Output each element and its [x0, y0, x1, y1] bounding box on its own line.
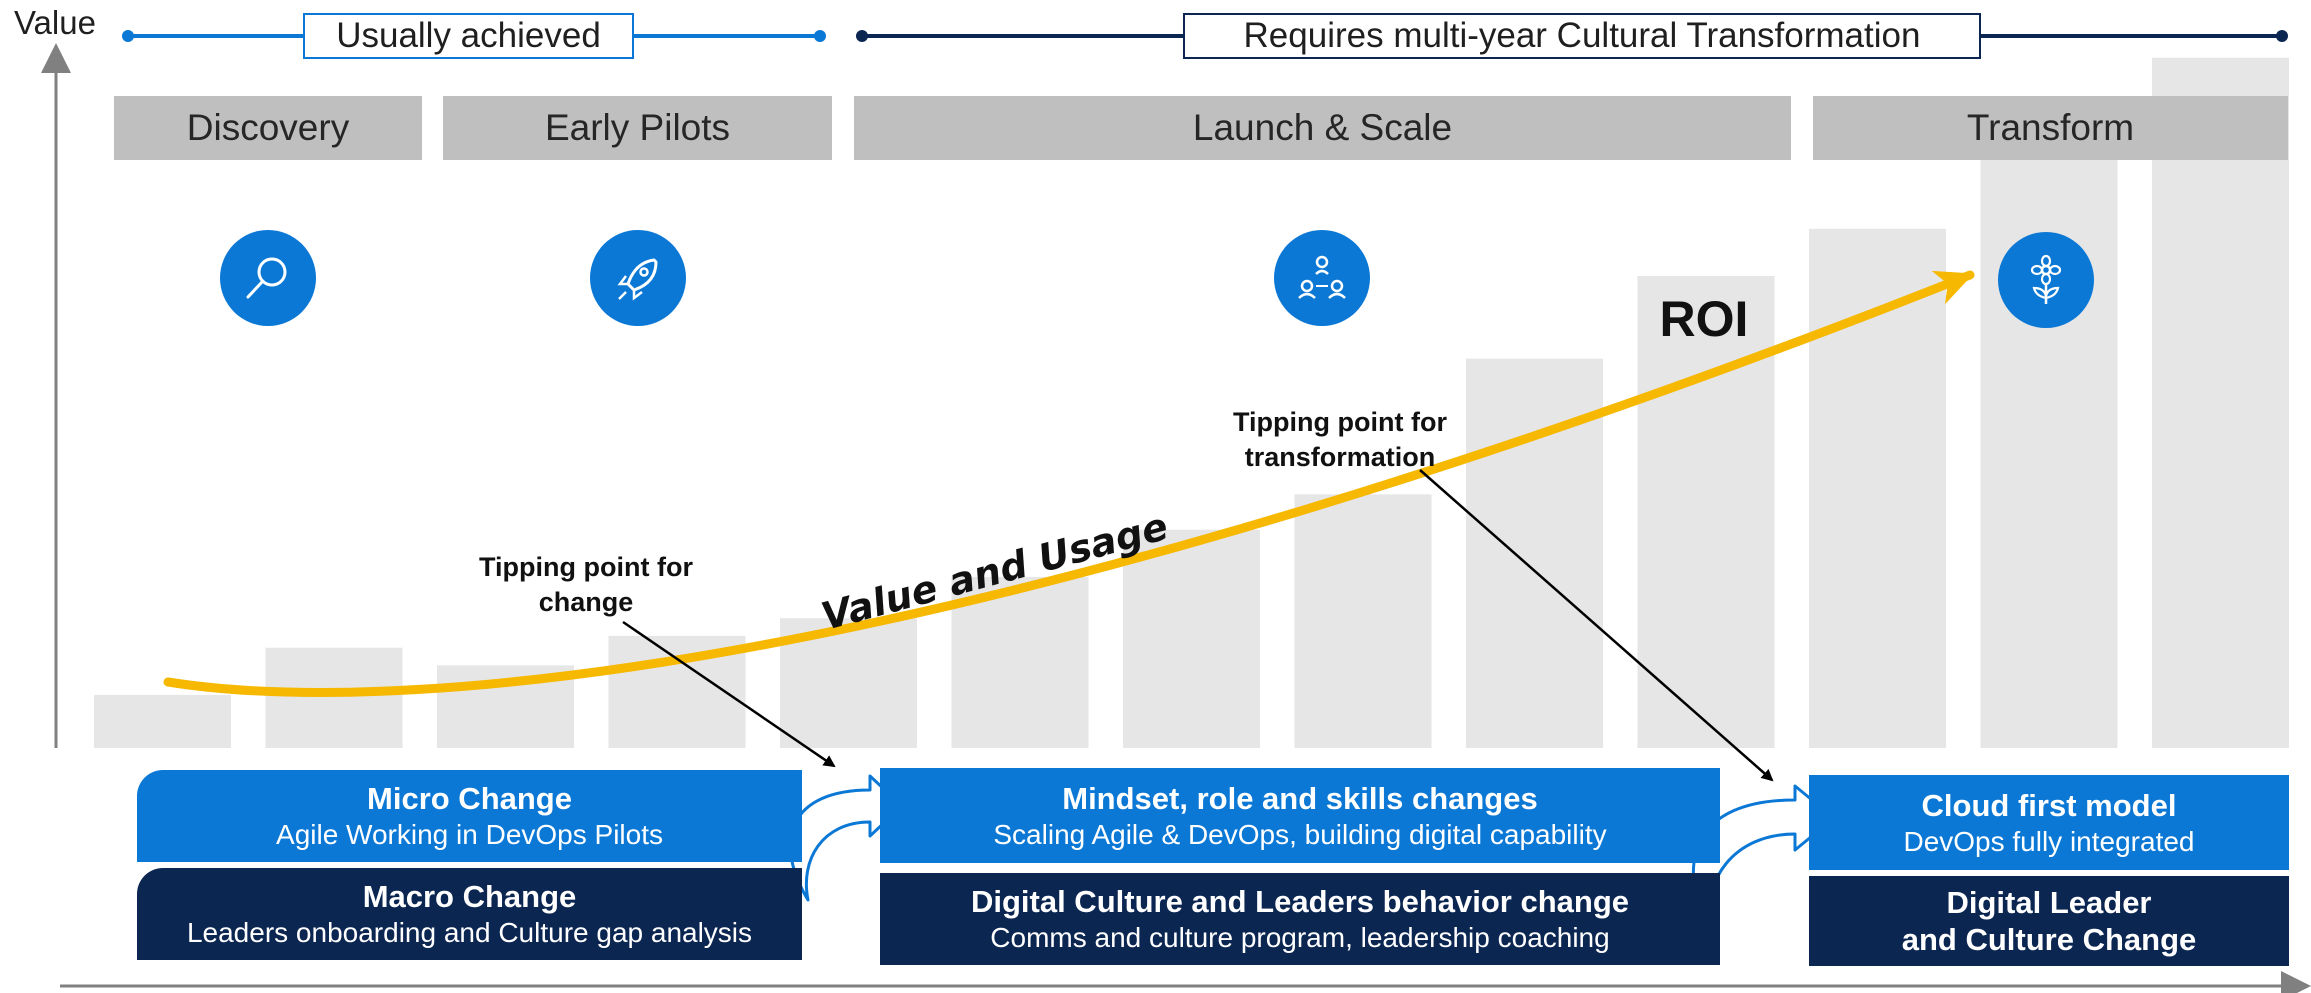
rocket-icon — [590, 230, 686, 326]
tipping-point-change-label: Tipping point for change — [479, 552, 693, 617]
mindset-changes-box: Mindset, role and skills changes Scaling… — [880, 768, 1720, 863]
value-bars — [94, 57, 2289, 749]
micro-change-box: Micro Change Agile Working in DevOps Pil… — [137, 770, 802, 862]
value-curve — [163, 270, 1975, 697]
value-bar — [94, 694, 231, 748]
cloud-first-box: Cloud first model DevOps fully integrate… — [1809, 775, 2289, 870]
usually-achieved-label: Usually achieved — [303, 13, 634, 59]
y-axis-label: Value — [14, 4, 96, 41]
digital-culture-box: Digital Culture and Leaders behavior cha… — [880, 873, 1720, 965]
team-network-icon — [1274, 230, 1370, 326]
digital-leader-box: Digital Leader and Culture Change — [1809, 876, 2289, 966]
phase-launch-scale: Launch & Scale — [854, 96, 1791, 160]
value-bar — [1123, 529, 1260, 748]
tipping-transformation-arrow — [1419, 469, 1774, 782]
search-icon — [220, 230, 316, 326]
value-bar — [2152, 57, 2289, 748]
phase-early-pilots: Early Pilots — [443, 96, 832, 160]
roi-label: ROI — [1660, 291, 1749, 347]
phase-discovery: Discovery — [114, 96, 422, 160]
value-bar — [265, 647, 403, 748]
tipping-change-arrow — [622, 620, 836, 768]
cultural-transformation-label: Requires multi-year Cultural Transformat… — [1183, 13, 1981, 59]
value-bar — [951, 576, 1089, 748]
flower-icon — [1998, 232, 2094, 328]
value-bar — [1294, 494, 1432, 748]
phase-transform: Transform — [1813, 96, 2288, 160]
macro-change-box: Macro Change Leaders onboarding and Cult… — [137, 868, 802, 960]
tipping-point-transformation-label: Tipping point for transformation — [1233, 407, 1447, 472]
